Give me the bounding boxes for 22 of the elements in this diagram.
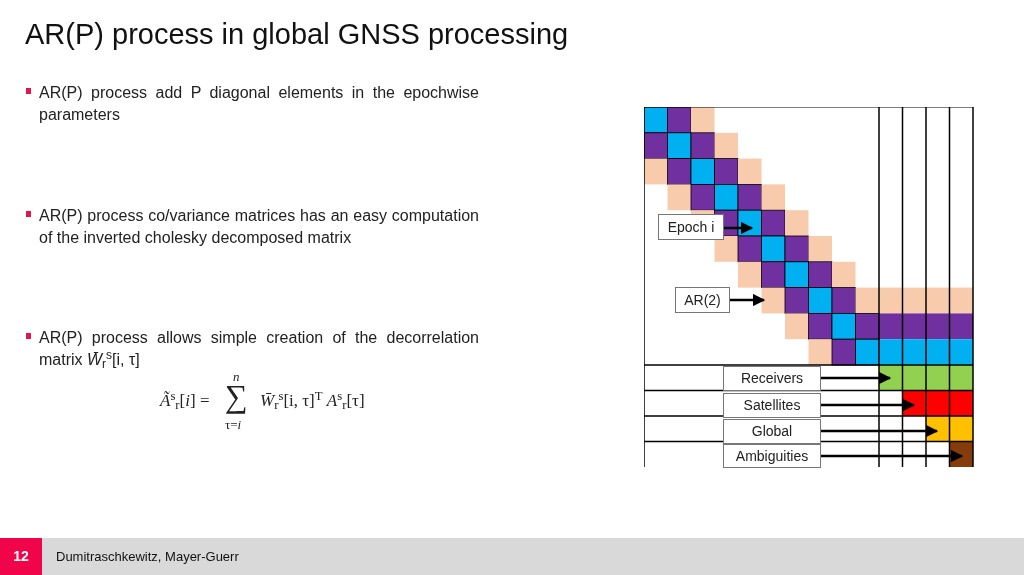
label-box: Ambiguities	[723, 444, 821, 468]
arrow	[821, 449, 964, 463]
bullet-text: AR(P) process co/variance matrices has an easy computation of the inverted cholesky decomposed matrix	[39, 206, 479, 248]
formula-text: W̄$_{r}$$^{s}$[i, τ]$^{T}$ A$^{s}$$_{r}$[τ]	[260, 388, 365, 414]
arrow	[821, 398, 916, 412]
label-box: AR(2)	[675, 287, 730, 313]
arrow	[821, 424, 939, 438]
label-box: Satellites	[723, 393, 821, 418]
bullet-text: AR(P) process add P diagonal elements in the epochwise parameters	[39, 83, 479, 125]
bullet-text: AR(P) process allows simple creation of the decorrelation matrix W̄$_{r}$$^{s}$[i, τ]	[39, 328, 479, 371]
arrow	[730, 293, 766, 307]
formula-text: n	[233, 368, 240, 386]
arrow	[724, 221, 754, 235]
label-box: Global	[723, 419, 821, 444]
formula-text: Ã$^{s}$$_{r}$[i] =	[160, 388, 210, 414]
page-number: 12	[0, 538, 42, 575]
label-box: Receivers	[723, 366, 821, 391]
arrow	[821, 371, 892, 385]
slide-title: AR(P) process in global GNSS processing	[25, 17, 569, 52]
formula-text: τ=i	[225, 416, 242, 434]
label-box: Epoch i	[658, 214, 724, 240]
footer-authors: Dumitraschkewitz, Mayer-Guerr	[56, 548, 239, 566]
